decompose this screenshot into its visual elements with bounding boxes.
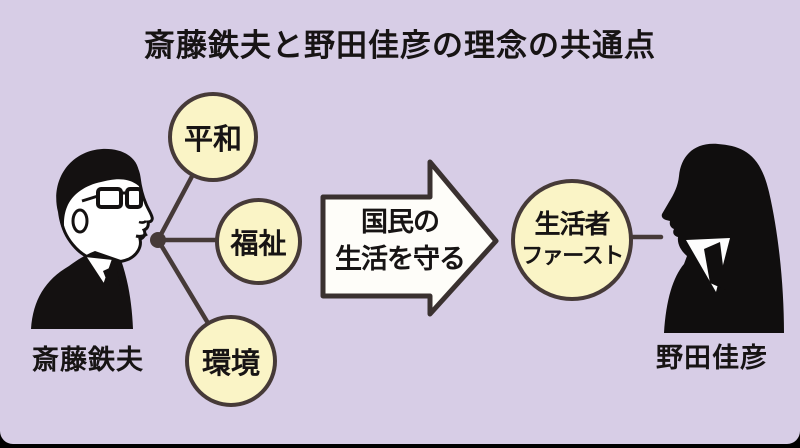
value-circle-welfare-label: 福祉 xyxy=(230,226,287,260)
value-circle-environment-label: 環境 xyxy=(201,346,260,380)
junction-dot xyxy=(150,232,166,248)
mouth-line xyxy=(135,232,148,238)
arrow-shape xyxy=(320,159,499,317)
result-circle: 生活者 ファースト xyxy=(511,179,633,301)
hair xyxy=(56,148,140,234)
arrow-caption-line2: 生活を守る xyxy=(335,244,466,275)
tie xyxy=(103,265,122,297)
nose-line xyxy=(138,220,147,224)
value-circle-welfare: 福祉 xyxy=(215,198,302,285)
left-figure-name: 斎藤鉄夫 xyxy=(32,345,144,376)
right-figure-name: 野田佳彦 xyxy=(656,343,768,374)
ear xyxy=(71,208,89,234)
noda-yoshihiko-silhouette xyxy=(661,143,784,333)
value-circle-peace-label: 平和 xyxy=(183,122,242,156)
arrow-caption: 国民の 生活を守る xyxy=(318,204,482,278)
result-circle-line2: ファースト xyxy=(521,244,624,269)
value-circle-environment: 環境 xyxy=(185,315,277,407)
saito-tetsuo-portrait xyxy=(31,148,154,329)
glasses-icon xyxy=(81,187,143,209)
tie xyxy=(704,242,726,290)
result-circle-line1: 生活者 xyxy=(534,210,610,240)
arrow-caption-line1: 国民の xyxy=(361,207,440,238)
value-circle-peace: 平和 xyxy=(168,92,258,182)
page-title: 斎藤鉄夫と野田佳彦の理念の共通点 xyxy=(144,28,656,64)
